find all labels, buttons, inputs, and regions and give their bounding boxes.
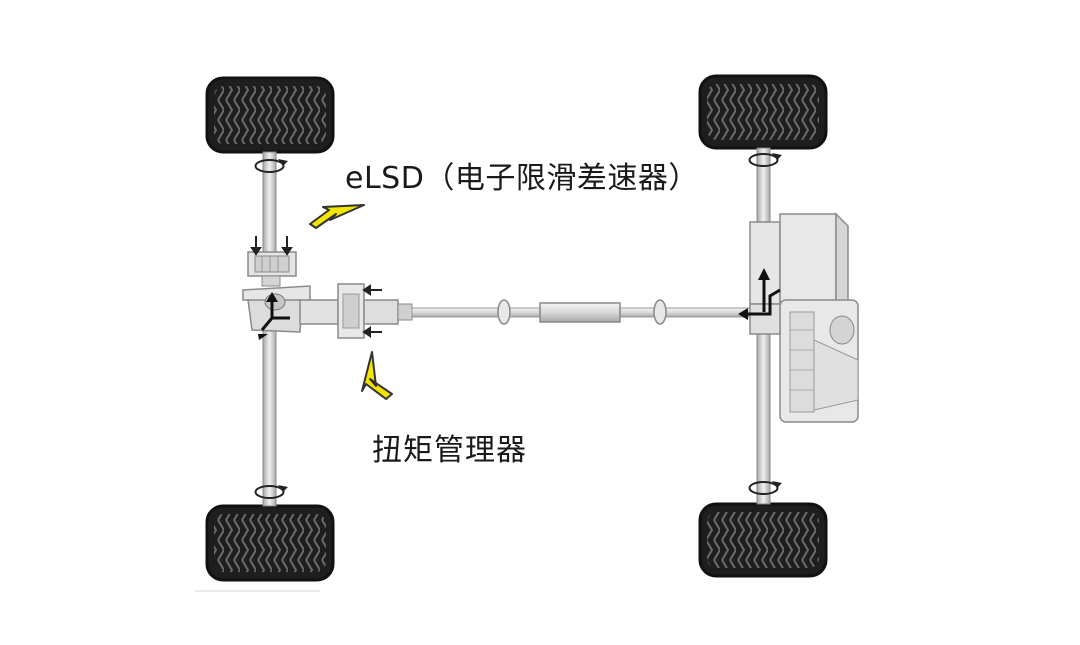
torque-manager-label: 扭矩管理器 xyxy=(372,433,527,468)
tire-rear-right xyxy=(698,502,828,578)
torque-manager-unit xyxy=(299,283,413,339)
rotation-arrowheads xyxy=(278,153,782,492)
elsd-label: eLSD（电子限滑差速器） xyxy=(345,161,699,196)
callout-arrow-icon xyxy=(361,351,393,400)
torque-split-arrows xyxy=(260,300,290,331)
right-axle xyxy=(756,147,771,505)
tire-front-right xyxy=(698,74,828,150)
callout-arrow-icon xyxy=(309,204,365,229)
engine-block xyxy=(749,212,859,423)
tire-front-left xyxy=(205,76,335,154)
force-arrow-icon xyxy=(362,284,382,338)
propeller-shaft xyxy=(411,299,753,325)
elsd-unit xyxy=(247,251,297,287)
torque-split-arrowheads xyxy=(258,292,278,340)
transfer-arrows xyxy=(744,276,781,316)
transfer-arrowheads xyxy=(738,268,770,320)
force-arrow-icon xyxy=(250,236,293,256)
tire-rear-left xyxy=(205,504,335,582)
rotation-arrow-icon xyxy=(254,153,779,499)
